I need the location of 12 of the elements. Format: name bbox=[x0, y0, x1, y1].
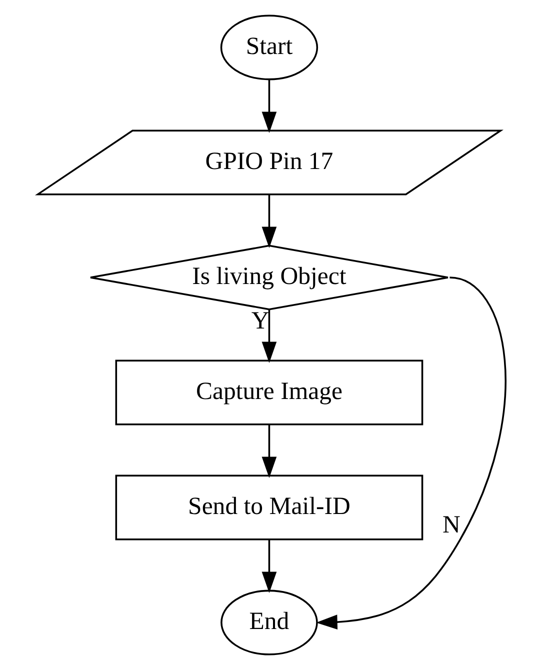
arrow bbox=[262, 80, 277, 133]
node-box: Send to Mail-ID bbox=[115, 474, 424, 540]
edge-label: N bbox=[442, 512, 460, 539]
arrow bbox=[262, 424, 277, 478]
node-box: Capture Image bbox=[115, 360, 424, 426]
node-ellipse: End bbox=[220, 590, 318, 656]
arrow bbox=[316, 276, 506, 630]
node-ellipse: Start bbox=[220, 14, 318, 80]
arrow bbox=[262, 194, 277, 248]
node-diamond: Is living Object bbox=[90, 244, 449, 310]
arrow bbox=[262, 310, 277, 363]
arrow bbox=[262, 540, 277, 594]
